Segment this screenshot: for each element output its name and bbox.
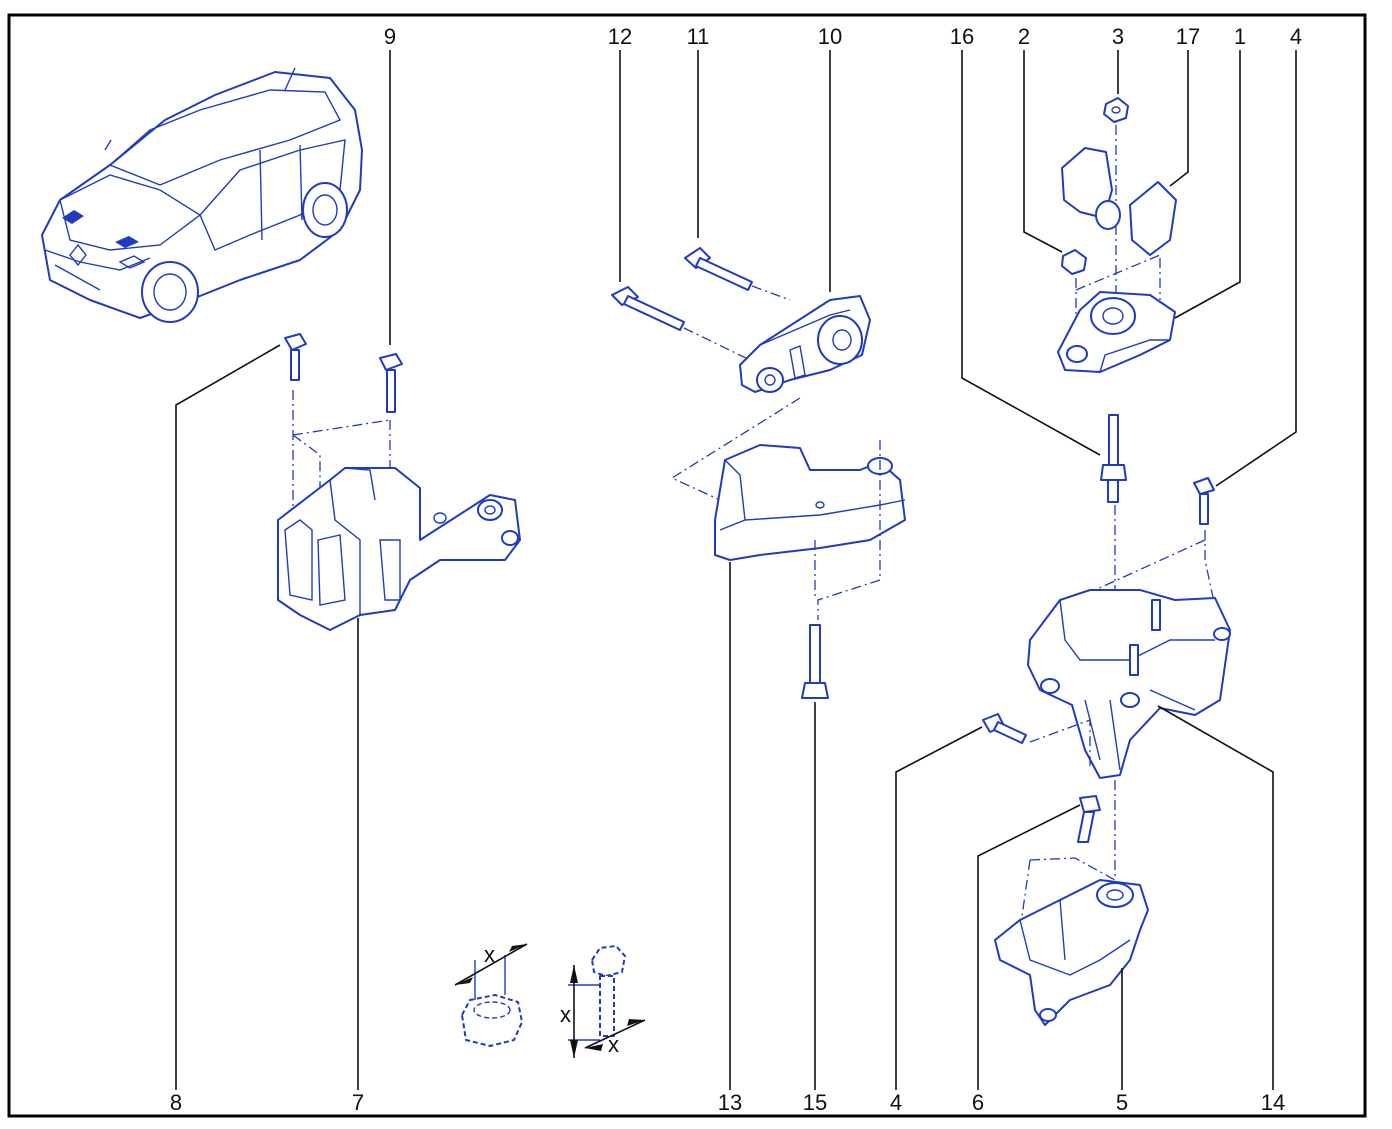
callout-4-top: 4 [1290,24,1302,49]
right-engine-mount-assembly [982,97,1231,1026]
detail-bolt: x x [560,945,646,1058]
callout-3: 3 [1112,24,1124,49]
callout-2: 2 [1018,24,1030,49]
callout-12: 12 [608,24,632,49]
diagram-frame [7,13,1367,1118]
torque-link-10 [739,295,871,393]
vehicle-illustration [41,67,363,323]
mount-1 [1057,291,1176,373]
bolt-8 [284,333,307,381]
callout-7: 7 [352,1090,364,1115]
center-torque-link-assembly [611,247,906,699]
support-5 [994,879,1149,1026]
callout-15: 15 [803,1090,827,1115]
callout-5: 5 [1116,1090,1128,1115]
fastener-dimension-detail: x x x [454,942,646,1058]
left-engine-mount-assembly [277,333,521,631]
stop-17 [1061,147,1177,256]
bolt-12 [611,286,685,331]
callout-11: 11 [687,24,710,49]
detail-nut: x [454,942,528,1047]
callout-1: 1 [1234,24,1246,49]
callout-6: 6 [972,1090,984,1115]
bolt-4-bottom [982,713,1027,744]
nut-3 [1103,97,1129,123]
callout-10: 10 [818,24,842,49]
callout-17: 17 [1176,24,1200,49]
callout-8: 8 [170,1090,182,1115]
bolt-length-label: x [560,1002,571,1027]
bolt-15 [801,624,829,699]
stud-16 [1100,414,1127,503]
mount-7 [277,467,521,631]
bolt-9 [379,353,403,413]
bolt-11 [684,247,753,291]
callout-14: 14 [1261,1090,1285,1115]
callout-4-bottom: 4 [890,1090,902,1115]
callout-9: 9 [384,24,396,49]
callout-13: 13 [718,1090,742,1115]
bolt-diameter-label: x [608,1032,619,1057]
bolt-6 [1077,795,1101,843]
bolt-4-top [1193,477,1215,525]
leader-lines [175,50,1297,1090]
nut-dimension-label: x [484,942,495,967]
nut-2 [1061,249,1087,275]
bracket-14 [1027,589,1231,779]
bracket-13 [714,444,906,561]
callout-numbers: 9 12 11 10 16 2 3 17 1 4 8 7 13 15 4 6 5… [170,24,1302,1115]
callout-16: 16 [950,24,974,49]
